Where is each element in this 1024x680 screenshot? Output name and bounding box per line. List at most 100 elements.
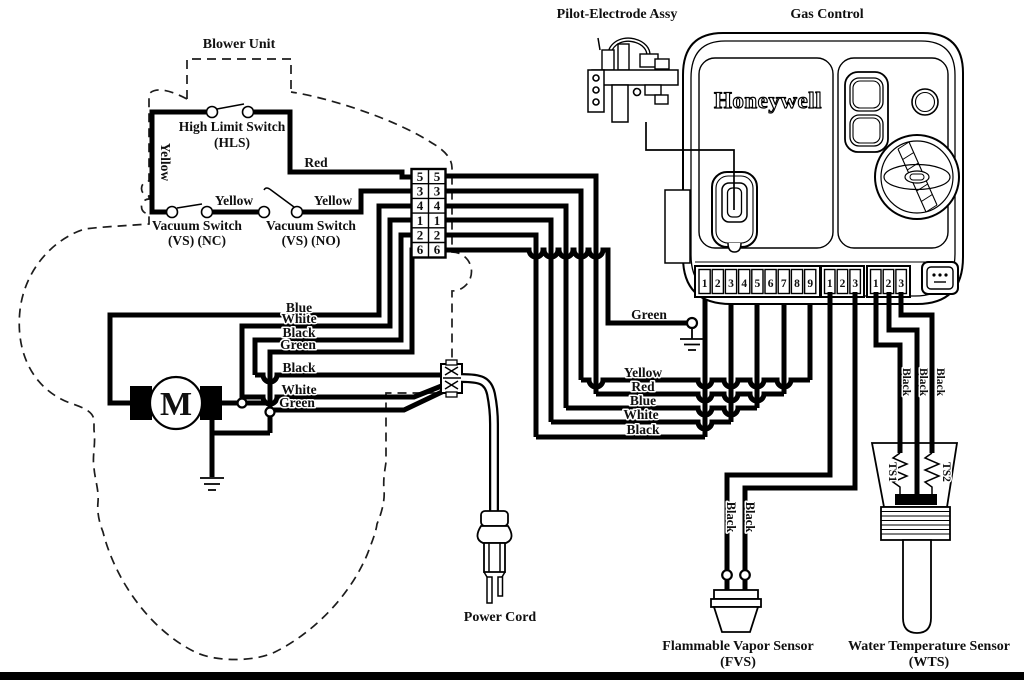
bottom-border-bar — [0, 672, 1024, 680]
yellow-wire-label-nc: Yellow — [215, 193, 253, 208]
block-right-row-1: 1 — [434, 213, 441, 228]
pilot-electrode-title: Pilot-Electrode Assy — [557, 7, 678, 22]
high-limit-switch — [205, 103, 255, 119]
motor-label: M — [160, 386, 192, 423]
junction-dot-green — [264, 406, 276, 418]
strain-relief — [440, 359, 463, 398]
block-right-row-5: 5 — [434, 169, 441, 184]
red-wire-label-blower: Red — [304, 155, 328, 170]
black-wire-label-wts-1: Black — [900, 368, 912, 397]
black-wire-label-gc: Black — [626, 422, 659, 437]
yellow-wire-label-gc: Yellow — [624, 365, 662, 380]
block-left-row-6: 6 — [417, 242, 424, 257]
black-wire-label-wts-2: Black — [917, 368, 929, 397]
gas-control-ground — [680, 316, 704, 351]
vacuum-switch-no — [257, 187, 304, 219]
yellow-wire-label-no: Yellow — [314, 193, 352, 208]
wts-wires — [873, 292, 935, 497]
honeywell-logo: Honeywell — [714, 88, 822, 113]
gc-strip1-terminal-1: 1 — [702, 278, 708, 290]
water-heater-dashed-outline — [18, 89, 473, 661]
gc-strip3-terminal-3: 3 — [898, 278, 904, 290]
gc-strip1-terminal-7: 7 — [781, 278, 787, 290]
rocker-button — [844, 71, 889, 153]
motor-harness-wires — [107, 203, 446, 477]
ts1-label: TS1 — [886, 462, 898, 482]
gc-strip1-terminal-5: 5 — [755, 278, 761, 290]
yellow-wire-label-blower: Yellow — [158, 143, 173, 181]
black-wire-label-fvs-2: Black — [743, 502, 757, 533]
gc-strip2-terminal-2: 2 — [840, 278, 846, 290]
block-left-row-5: 5 — [417, 169, 424, 184]
block-right-row-6: 6 — [434, 242, 441, 257]
gas-control-left-tab — [664, 189, 691, 264]
gas-control-terminal-strip-1: 1 2 3 4 5 6 7 8 9 — [694, 265, 821, 298]
gc-strip1-terminal-8: 8 — [794, 278, 800, 290]
black-wire-label-motor: Black — [282, 325, 315, 340]
blower-motor: M — [130, 375, 222, 431]
accessory-connector-icon — [921, 261, 959, 295]
black-wire-label-fvs-1: Black — [724, 502, 738, 533]
gas-control-title: Gas Control — [790, 7, 863, 22]
blue-wire-label-motor: Blue — [286, 300, 312, 315]
block-left-row-3: 3 — [417, 184, 424, 199]
wts-thermistors — [891, 452, 941, 505]
vs-no-label-line1: Vacuum Switch — [266, 218, 356, 233]
vs-nc-label-line1: Vacuum Switch — [152, 218, 242, 233]
pilot-electrode-assembly — [587, 37, 679, 123]
gas-control-harness-wires — [536, 290, 813, 440]
motor-ground — [200, 477, 224, 491]
blower-unit-title: Blower Unit — [203, 37, 276, 52]
block-right-row-4: 4 — [434, 198, 441, 213]
labels: Blower Unit Pilot-Electrode Assy Gas Con… — [151, 6, 1012, 672]
green-wire-label-cord: Green — [279, 395, 315, 410]
black-wire-label-cord: Black — [282, 360, 315, 375]
power-cord-title: Power Cord — [464, 610, 537, 625]
pilot-wire — [645, 122, 735, 210]
gc-strip3-terminal-1: 1 — [873, 278, 879, 290]
black-wire-label-wts-3: Black — [934, 368, 946, 397]
block-right-row-2: 2 — [434, 228, 441, 243]
gc-strip2-terminal-1: 1 — [827, 278, 833, 290]
blower-unit-dashed-outline — [186, 58, 292, 99]
block-right-row-3: 3 — [434, 184, 441, 199]
junction-dot-white — [236, 397, 248, 409]
block-left-row-4: 4 — [417, 198, 424, 213]
gc-strip2-terminal-3: 3 — [852, 278, 858, 290]
fvs-title-line2: (FVS) — [720, 655, 756, 670]
gc-strip1-terminal-3: 3 — [728, 278, 734, 290]
vs-nc-label-line2: (VS) (NC) — [168, 233, 226, 248]
green-wire-label-gc: Green — [631, 307, 667, 322]
terminal-block-right-wires — [444, 173, 687, 437]
white-wire-label-cord: White — [281, 382, 316, 397]
control-knob — [874, 134, 960, 220]
white-wire-label-motor: White — [281, 311, 316, 326]
vacuum-switch-nc — [165, 203, 214, 219]
white-wire-label-gc: White — [623, 407, 658, 422]
flammable-vapor-sensor — [710, 569, 762, 633]
vs-no-label-line2: (VS) (NO) — [282, 233, 341, 248]
gc-strip1-terminal-2: 2 — [715, 278, 721, 290]
blower-circuit-wires — [149, 109, 414, 215]
ts2-label: TS2 — [940, 462, 952, 482]
block-left-row-1: 1 — [417, 213, 424, 228]
blue-wire-label-gc: Blue — [630, 393, 656, 408]
red-wire-label-gc: Red — [631, 379, 655, 394]
fvs-title-line1: Flammable Vapor Sensor — [662, 639, 813, 654]
block-left-row-2: 2 — [417, 228, 424, 243]
green-wire-label-motor: Green — [280, 337, 316, 352]
gc-strip3-terminal-2: 2 — [886, 278, 892, 290]
fvs-wires — [724, 292, 858, 571]
hls-label-line2: (HLS) — [214, 135, 250, 150]
power-cord — [460, 373, 513, 604]
gas-control-terminal-strip-2: 1 2 3 — [820, 265, 865, 298]
wts-title-line1: Water Temperature Sensor — [848, 639, 1010, 654]
wts-title-line2: (WTS) — [909, 655, 950, 670]
status-light — [911, 88, 939, 116]
gas-control-terminal-strip-3: 1 2 3 — [866, 265, 911, 298]
interconnect-terminal-block: 5 3 4 1 2 6 5 3 4 1 2 6 — [410, 167, 447, 259]
gc-strip1-terminal-6: 6 — [768, 278, 774, 290]
gc-strip1-terminal-4: 4 — [741, 278, 747, 290]
hls-label-line1: High Limit Switch — [179, 119, 286, 134]
